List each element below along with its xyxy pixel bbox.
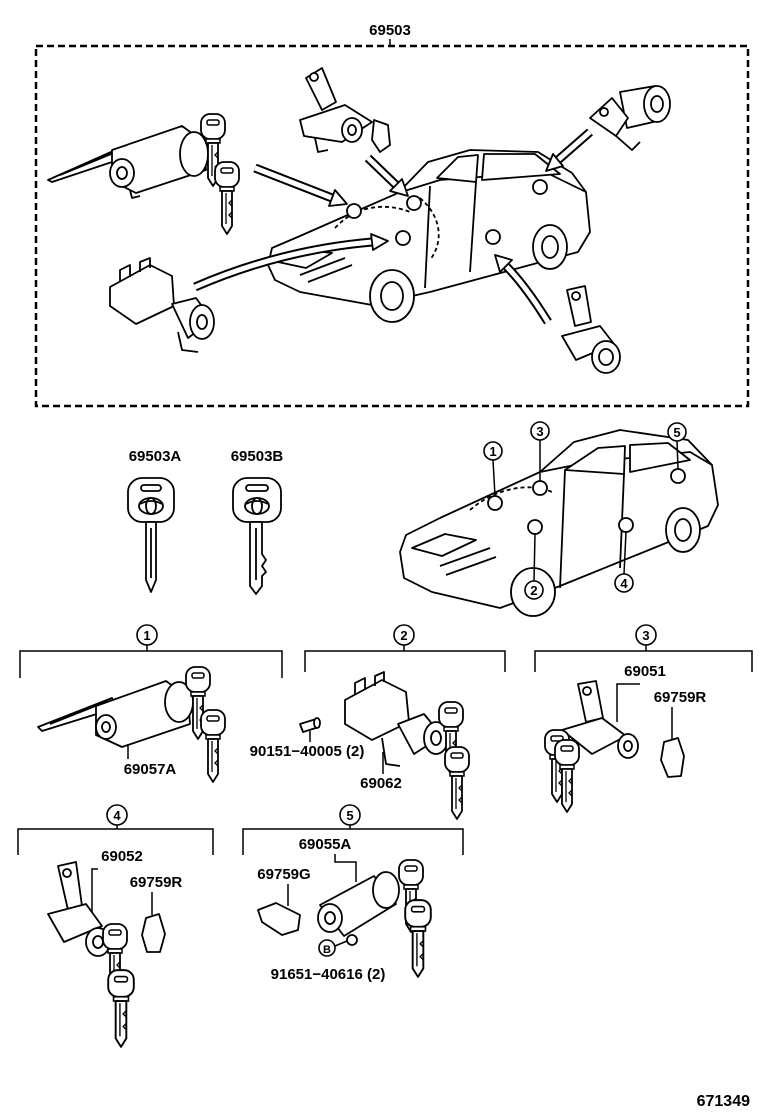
bolt-marker-letter: B <box>323 944 331 956</box>
door-lock-illustration-top <box>299 67 391 153</box>
section-1-bracket <box>19 645 283 678</box>
bolt-marker-leader <box>334 940 348 947</box>
screw-part-label: 90151−40005 (2) <box>250 743 365 760</box>
location-marker-5-number: 5 <box>673 425 680 440</box>
key-icon <box>444 746 470 820</box>
bolt-part-label: 91651−40616 (2) <box>271 966 386 983</box>
section-4-marker: 4 <box>106 804 128 826</box>
part-69759R-label: 69759R <box>654 689 707 706</box>
part-69057A-label: 69057A <box>124 761 177 778</box>
sedan-illustration-top <box>267 149 591 323</box>
section-5-bracket <box>242 825 464 855</box>
section-2-number: 2 <box>400 628 407 643</box>
key-icon <box>214 161 240 235</box>
part-69055A-label: 69055A <box>299 836 352 853</box>
front-door-lock-cylinder-illustration <box>561 680 685 778</box>
location-marker-2-number: 2 <box>530 583 537 598</box>
location-marker-1: 1 <box>483 441 503 461</box>
section-2-bracket <box>304 645 506 672</box>
section-1-number: 1 <box>143 628 150 643</box>
assembly-part-number: 69503 <box>369 22 411 39</box>
location-arrows <box>193 128 593 325</box>
location-marker-3-number: 3 <box>536 424 543 439</box>
part-69062-label: 69062 <box>360 775 402 792</box>
ignition-lock-illustration-top <box>47 125 209 199</box>
part-69052-leader <box>91 868 98 912</box>
location-marker-4-number: 4 <box>620 576 628 591</box>
location-marker-5: 5 <box>667 422 687 442</box>
key-a-part-number: 69503A <box>129 448 182 465</box>
key-a-illustration <box>127 477 175 593</box>
section-5-marker: 5 <box>339 804 361 826</box>
assembly-dashed-frame <box>34 44 750 408</box>
sedan-location-illustration <box>399 429 719 617</box>
section-4-number: 4 <box>113 808 121 823</box>
section-1-marker: 1 <box>136 624 158 646</box>
section-3-marker: 3 <box>635 624 657 646</box>
location-marker-3: 3 <box>530 421 550 441</box>
key-icon <box>404 899 432 978</box>
trunk-lock-illustration-top <box>589 85 671 151</box>
section-3-bracket <box>534 645 753 672</box>
location-marker-4: 4 <box>614 573 634 593</box>
glove-box-lock-illustration-top <box>109 257 215 353</box>
location-marker-2: 2 <box>524 580 544 600</box>
door-lock-illustration-right <box>561 285 621 374</box>
section-5-number: 5 <box>346 808 353 823</box>
section-2-marker: 2 <box>393 624 415 646</box>
section-3-number: 3 <box>642 628 649 643</box>
part-69055A-leader <box>334 854 357 882</box>
bolt-marker: B <box>318 939 336 957</box>
part-69051-leader <box>616 683 640 722</box>
key-b-part-number: 69503B <box>231 448 284 465</box>
key-b-illustration <box>232 477 282 595</box>
part-69759R-label-2: 69759R <box>130 874 183 891</box>
luggage-compartment-lock-illustration <box>257 871 400 946</box>
part-69759G-label: 69759G <box>257 866 310 883</box>
ignition-lock-cylinder-illustration <box>37 680 194 748</box>
part-69052-label: 69052 <box>101 848 143 865</box>
key-icon <box>107 969 135 1048</box>
key-icon <box>200 709 226 783</box>
diagram-code: 671349 <box>697 1093 750 1110</box>
location-marker-1-number: 1 <box>489 444 496 459</box>
glove-compartment-lock-illustration <box>299 671 449 767</box>
location-leader-lines <box>492 440 679 582</box>
part-69051-label: 69051 <box>624 663 666 680</box>
